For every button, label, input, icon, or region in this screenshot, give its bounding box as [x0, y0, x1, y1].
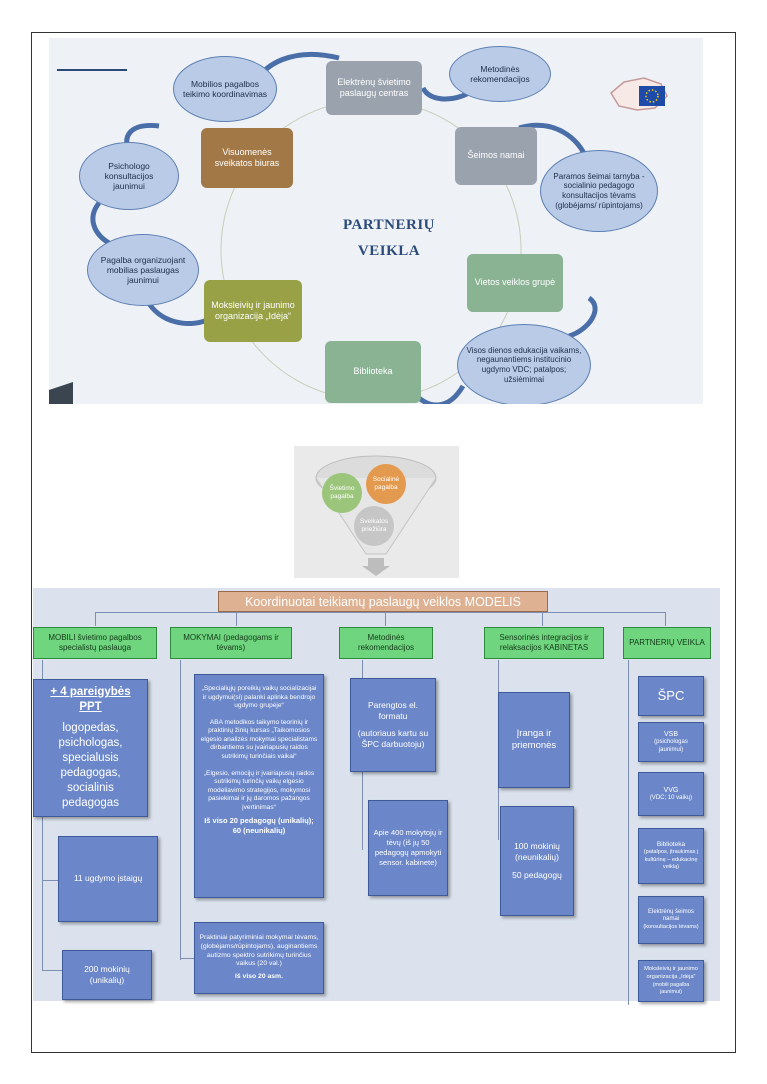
partner-vvg-box: VVG (VDC; 10 vaikų): [638, 772, 704, 816]
node-mobilios: Mobilios pagalbos teikimo koordinavimas: [173, 56, 277, 122]
node-pagalba: Pagalba organizuojant mobilias paslaugas…: [87, 234, 199, 306]
col5-spine: [628, 660, 629, 1005]
tree-hline: [95, 612, 665, 613]
kabinetas-equipment-text: Įranga ir priemonės: [511, 727, 557, 751]
mobili-staff-title: + 4 pareigybės PPT: [50, 686, 131, 714]
node-seimos-namai: Šeimos namai: [455, 127, 537, 185]
services-funnel: Švietimo pagalba Socialinė pagalba Sveik…: [294, 446, 459, 578]
partner-biblioteka-sub: (patalpos, įtraukimas į kultūrinę – eduk…: [643, 849, 699, 870]
partner-ideja-box: Moksleivių ir jaunimo organizacija „Idėj…: [638, 960, 704, 1002]
node-moksleiviu: Moksleivių ir jaunimo organizacija „Idėj…: [204, 280, 302, 342]
partner-vvg-sub: (VDC; 10 vaikų): [649, 794, 693, 801]
node-metodines: Metodinės rekomendacijos: [449, 46, 551, 102]
mobili-institutions-box: 11 ugdymo įstaigų: [58, 836, 158, 922]
tree-drop-1: [95, 612, 96, 626]
mobili-staff-line-4: socialinis pedagogas: [62, 781, 119, 809]
kabinetas-equipment-box: Įranga ir priemonės: [498, 692, 570, 788]
partner-vsb-title: VSB: [663, 730, 678, 738]
col1-branch-1: [42, 880, 58, 881]
tree-drop-3: [385, 612, 386, 626]
partner-biblioteka-title: Biblioteka: [656, 840, 686, 848]
corner-shape: [49, 382, 73, 404]
metodines-format-line-2: (autoriaus kartu su ŠPC darbuotoju): [357, 727, 429, 749]
mobili-students-box: 200 mokinių (unikalių): [62, 950, 152, 1000]
kabinetas-reach-box: 100 mokinių (neunikalių) 50 pedagogų: [500, 806, 574, 916]
partner-ideja-sub: (mobili pagalba jaunimui): [652, 981, 690, 995]
column-header-mobili: MOBILI švietimo pagalbos specialistų pas…: [33, 627, 157, 659]
partner-seimos-namai-sub: (konsultacijos tėvams): [643, 924, 699, 931]
partner-seimos-namai-title: Elektrėnų šeimos namai: [647, 908, 695, 923]
mokymai-parents-box: Praktiniai patyriminiai mokymai tėvams, …: [194, 922, 324, 994]
arrow-bottom: [412, 384, 466, 404]
kabinetas-reach-line-2: 50 pedagogų: [512, 869, 562, 880]
mobili-students-line-2: (unikalių): [89, 975, 125, 985]
mobili-staff-line-3: specialusis pedagogas,: [60, 752, 121, 779]
mokymai-courses-box: „Specialiųjų poreikių vaikų socializacij…: [194, 674, 324, 898]
arrow-left-lower: [144, 298, 209, 326]
column-header-partneriu: PARTNERIŲ VEIKLA: [623, 627, 711, 659]
mobili-staff-box: + 4 pareigybės PPT logopedas, psichologa…: [33, 679, 148, 817]
metodines-format-line-1: Parengtos el. formatu: [367, 700, 419, 722]
eu-flag-icon: [639, 86, 665, 106]
arrow-left-mid: [90, 201, 111, 246]
funnel-item-sveikatos: Sveikatos priežiūra: [354, 506, 394, 546]
funnel-item-svietimo: Švietimo pagalba: [322, 473, 362, 513]
metodines-reach-box: Apie 400 mokytojų ir tėvų (iš jų 50 peda…: [368, 800, 448, 896]
mobili-staff-line-2: psichologas,: [58, 737, 123, 750]
diagram-connectors: [49, 51, 668, 404]
column-header-sensorines: Sensorinės integracijos ir relaksacijos …: [484, 627, 604, 659]
tree-drop-2: [236, 612, 237, 626]
kabinetas-reach-line-1: 100 mokinių (neunikalių): [514, 841, 560, 863]
partner-vsb-sub: (psichologas jaunimui): [654, 738, 688, 753]
node-svietimo-centras: Elektrėnų švietimo paslaugų centras: [326, 61, 422, 115]
col2-branch: [180, 958, 194, 959]
partner-activity-diagram: Mobilios pagalbos teikimo koordinavimas …: [49, 38, 703, 404]
tree-drop-4: [542, 612, 543, 626]
mokymai-course-2: ABA metodikos taikymo teorinių ir prakti…: [200, 718, 318, 760]
mokymai-course-3: „Elgesio, emocijų ir įvairiapusių raidos…: [203, 769, 315, 811]
tree-drop-5: [665, 612, 666, 626]
page-border: [31, 32, 736, 1053]
mobili-staff-line-1: logopedas,: [62, 722, 119, 735]
mokymai-courses-total: Iš viso 20 pedagogų (unikalių); 60 (neun…: [204, 816, 314, 836]
col2-spine: [180, 660, 181, 960]
node-biblioteka: Biblioteka: [325, 341, 421, 403]
partner-spc-title: ŠPC: [657, 687, 685, 703]
mokymai-parents-total: Iš viso 20 asm.: [235, 973, 283, 981]
mokymai-parents-text: Praktiniai patyriminiai mokymai tėvams, …: [199, 933, 319, 968]
column-header-mokymai: MOKYMAI (pedagogams ir tėvams): [170, 627, 292, 659]
col1-branch-2: [42, 970, 62, 971]
node-psichologo: Psichologo konsultacijos jaunimui: [79, 142, 179, 210]
partner-vsb-box: VSB (psichologas jaunimui): [638, 722, 704, 762]
mobili-students-line-1: 200 mokinių: [84, 963, 130, 974]
partner-ideja-title: Moksleivių ir jaunimo organizacija „Idėj…: [644, 966, 698, 980]
node-visuomenes: Visuomenės sveikatos biuras: [201, 128, 293, 188]
partner-vvg-title: VVG: [663, 786, 679, 794]
funnel-arrow-icon: [362, 558, 390, 576]
mokymai-course-1: „Specialiųjų poreikių vaikų socializacij…: [201, 685, 317, 710]
node-vietos: Vietos veiklos grupė: [467, 254, 563, 312]
column-header-metodines: Metodinės rekomendacijos: [339, 627, 433, 659]
node-visos-dienos: Visos dienos edukacija vaikams, negaunan…: [457, 324, 591, 404]
diagram-title-line2: VEIKLA: [357, 243, 421, 259]
arrow-right-lower: [568, 295, 598, 339]
diagram-title: PARTNERIŲ VEIKLA: [314, 212, 464, 264]
partner-spc-box: ŠPC: [638, 676, 704, 716]
metodines-format-box: Parengtos el. formatu (autoriaus kartu s…: [350, 678, 436, 772]
diagram-title-line1: PARTNERIŲ: [342, 217, 436, 233]
funnel-item-socialine: Socialinė pagalba: [366, 464, 406, 504]
node-paramos: Paramos šeimai tarnyba -socialinio pedag…: [540, 150, 658, 232]
mobili-institutions-text: 11 ugdymo įstaigų: [73, 873, 143, 884]
model-title: Koordinuotai teikiamų paslaugų veiklos M…: [218, 591, 548, 612]
partner-biblioteka-box: Biblioteka (patalpos, įtraukimas į kultū…: [638, 828, 704, 884]
arrow-top-right: [420, 86, 471, 102]
partner-seimos-namai-box: Elektrėnų šeimos namai (konsultacijos tė…: [638, 896, 704, 944]
metodines-reach-text: Apie 400 mokytojų ir tėvų (iš jų 50 peda…: [373, 828, 443, 867]
